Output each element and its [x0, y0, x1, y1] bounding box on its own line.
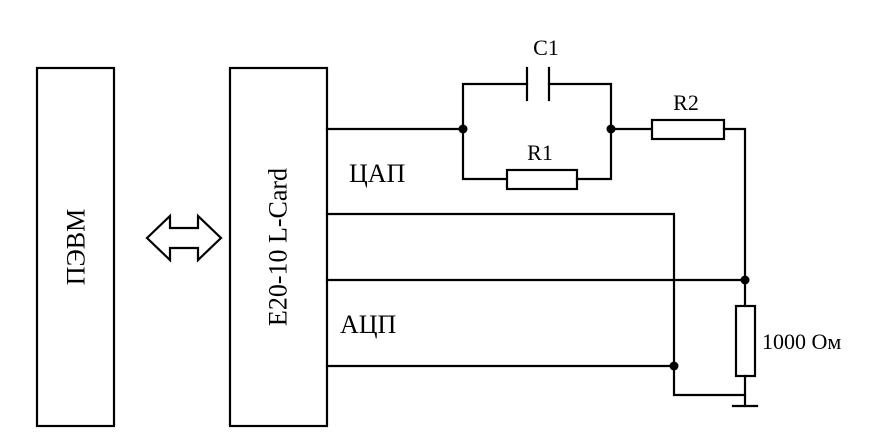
- resistor-r1: [461, 127, 613, 191]
- bidirectional-arrow-icon: [145, 213, 223, 263]
- ground-wire: [325, 364, 747, 397]
- dac-label: ЦАП: [349, 159, 406, 188]
- load-resistor: [734, 304, 757, 408]
- r1-label: R1: [527, 140, 553, 165]
- capacitor-c1: [461, 66, 613, 131]
- lcard-label: E20-10 L-Card: [264, 168, 293, 326]
- r2-label: R2: [673, 90, 699, 115]
- junction-dot: [740, 275, 750, 285]
- pc-label: ПЭВМ: [62, 209, 91, 285]
- lcard-block: E20-10 L-Card: [228, 66, 329, 428]
- resistor-r2: [609, 118, 747, 308]
- return-wire: [325, 212, 676, 368]
- c1-label: C1: [533, 35, 559, 60]
- adc-label: АЦП: [340, 310, 397, 339]
- load-resistor-label: 1000 Ом: [762, 329, 841, 354]
- junction-dot: [669, 361, 679, 371]
- junction-dot: [458, 124, 468, 134]
- pc-block: ПЭВМ: [35, 66, 116, 428]
